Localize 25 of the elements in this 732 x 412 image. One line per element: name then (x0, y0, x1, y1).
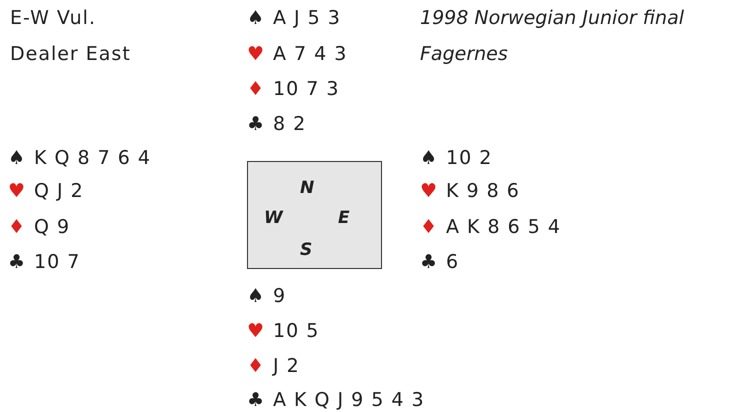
suit-holding: ♠ 10 2 (420, 147, 492, 169)
suit-holding: ♠ 9 (247, 285, 286, 307)
suit-holding: ♠ A J 5 3 (247, 7, 341, 29)
compass-letter: E (338, 208, 350, 228)
deal-info: E-W Vul. (10, 7, 96, 29)
suit-holding: ♦ 10 7 3 (247, 78, 340, 100)
suit-holding: ♥ Q J 2 (8, 180, 84, 202)
compass-letter: W (264, 208, 283, 228)
suit-holding: ♣ A K Q J 9 5 4 3 (247, 389, 425, 411)
suit-holding: ♥ 10 5 (247, 320, 320, 342)
compass-letter: N (300, 178, 314, 198)
suit-holding: ♣ 10 7 (8, 251, 80, 273)
suit-holding: ♦ Q 9 (8, 216, 70, 238)
event-note: 1998 Norwegian Junior final (420, 7, 684, 29)
suit-holding: ♠ K Q 8 7 6 4 (8, 147, 151, 169)
suit-holding: ♥ K 9 8 6 (420, 180, 520, 202)
deal-info: Dealer East (10, 43, 131, 65)
suit-holding: ♦ J 2 (247, 355, 300, 377)
suit-holding: ♦ A K 8 6 5 4 (420, 216, 562, 238)
suit-holding: ♥ A 7 4 3 (247, 43, 348, 65)
suit-holding: ♣ 8 2 (247, 113, 306, 135)
compass-box (247, 161, 382, 269)
event-note: Fagernes (420, 43, 508, 65)
compass-letter: S (300, 240, 312, 260)
suit-holding: ♣ 6 (420, 251, 460, 273)
